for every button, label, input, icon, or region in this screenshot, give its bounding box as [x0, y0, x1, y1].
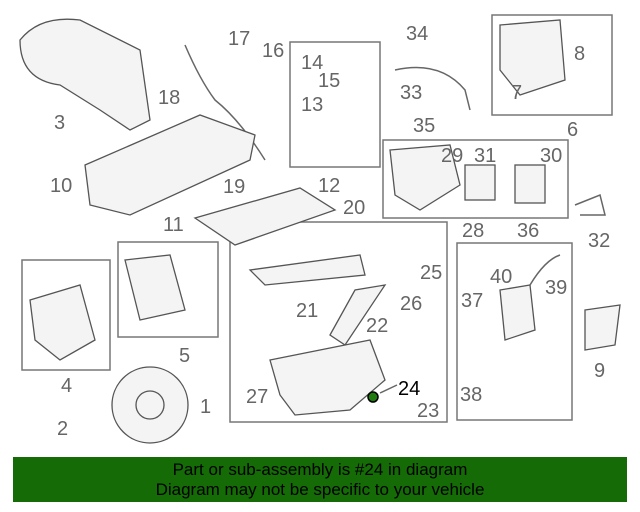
callout-37[interactable]: 37 — [461, 290, 483, 312]
group-box-6 — [491, 14, 613, 116]
bracket-5 — [124, 254, 186, 321]
oil-filter-housing — [464, 164, 496, 201]
callout-38[interactable]: 38 — [460, 384, 482, 406]
callout-19[interactable]: 19 — [223, 176, 245, 198]
callout-36[interactable]: 36 — [517, 220, 539, 242]
banner-disclaimer-line: Diagram may not be specific to your vehi… — [155, 480, 485, 499]
callout-16[interactable]: 16 — [262, 40, 284, 62]
upper-oil-pan — [248, 254, 366, 286]
callout-17[interactable]: 17 — [228, 28, 250, 50]
callout-34[interactable]: 34 — [406, 23, 428, 45]
callout-23[interactable]: 23 — [417, 400, 439, 422]
oil-pan — [269, 339, 386, 416]
crankshaft-pulley-hub — [135, 390, 165, 420]
callout-2[interactable]: 2 — [57, 418, 68, 440]
callout-24[interactable]: 24 — [398, 378, 420, 400]
group-box-5 — [117, 241, 219, 338]
timing-cover — [19, 18, 151, 131]
callout-40[interactable]: 40 — [490, 266, 512, 288]
callout-12[interactable]: 12 — [318, 175, 340, 197]
callout-7[interactable]: 7 — [511, 82, 522, 104]
callout-13[interactable]: 13 — [301, 94, 323, 116]
callout-4[interactable]: 4 — [61, 375, 72, 397]
callout-29[interactable]: 29 — [441, 145, 463, 167]
oil-cooler-assembly — [389, 144, 461, 211]
group-box-28 — [382, 139, 569, 219]
oil-filter-cap — [514, 164, 546, 204]
callout-33[interactable]: 33 — [400, 82, 422, 104]
info-banner: Part or sub-assembly is #24 in diagram D… — [13, 457, 627, 502]
callout-20[interactable]: 20 — [343, 197, 365, 219]
callout-11[interactable]: 11 — [163, 214, 184, 236]
callout-14[interactable]: 14 — [301, 52, 323, 74]
part-24-drain-plug-gasket[interactable] — [367, 391, 379, 403]
callout-1[interactable]: 1 — [200, 396, 211, 418]
intake-manifold — [84, 114, 256, 216]
bracket-32 — [574, 193, 606, 216]
oil-pan-gasket — [193, 187, 337, 246]
callout-arrow-24 — [379, 384, 398, 394]
group-box-36 — [456, 242, 573, 421]
separator-hose — [529, 254, 561, 286]
callout-31[interactable]: 31 — [474, 145, 496, 167]
callout-5[interactable]: 5 — [179, 345, 190, 367]
callout-39[interactable]: 39 — [545, 277, 567, 299]
pcv-hose — [394, 66, 471, 111]
oil-separator — [499, 284, 536, 341]
callout-9[interactable]: 9 — [594, 360, 605, 382]
callout-15[interactable]: 15 — [318, 70, 340, 92]
callout-labels: 1 2 3 4 5 6 7 8 9 10 11 12 13 14 15 16 1… — [50, 23, 610, 440]
callout-35[interactable]: 35 — [413, 115, 435, 137]
callout-18[interactable]: 18 — [158, 87, 180, 109]
rear-seal — [584, 304, 621, 351]
oil-pickup-tube — [329, 284, 387, 346]
callout-32[interactable]: 32 — [588, 230, 610, 252]
bracket-4 — [29, 284, 96, 361]
group-box-20 — [229, 221, 448, 423]
callout-10[interactable]: 10 — [50, 175, 72, 197]
group-box-4 — [21, 259, 111, 371]
callout-30[interactable]: 30 — [540, 145, 562, 167]
callout-6[interactable]: 6 — [567, 119, 578, 141]
callout-3[interactable]: 3 — [54, 112, 65, 134]
callout-26[interactable]: 26 — [400, 293, 422, 315]
banner-part-line: Part or sub-assembly is #24 in diagram — [172, 460, 468, 479]
parts-diagram: 1 2 3 4 5 6 7 8 9 10 11 12 13 14 15 16 1… — [19, 14, 621, 444]
callout-22[interactable]: 22 — [366, 315, 388, 337]
oil-pump-housing — [499, 19, 566, 96]
callout-8[interactable]: 8 — [574, 43, 585, 65]
callout-21[interactable]: 21 — [296, 300, 318, 322]
callout-25[interactable]: 25 — [420, 262, 442, 284]
group-box-12 — [289, 41, 381, 168]
callout-27[interactable]: 27 — [246, 386, 268, 408]
callout-28[interactable]: 28 — [462, 220, 484, 242]
